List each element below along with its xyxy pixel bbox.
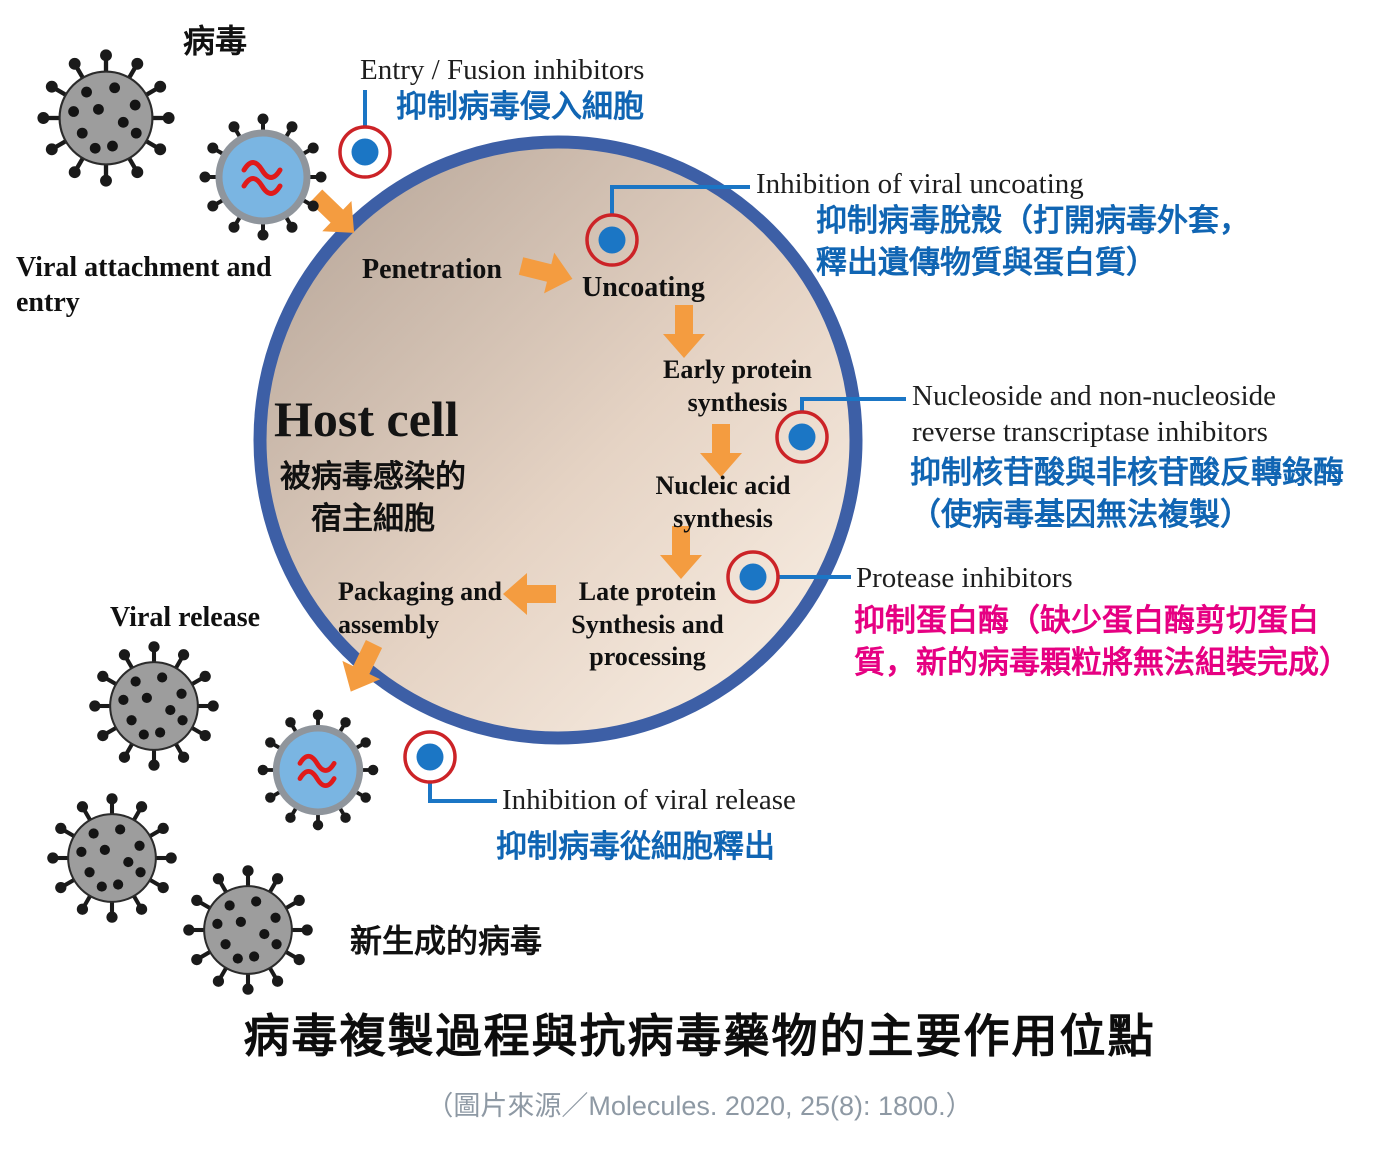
- host-cell-subtitle: 被病毒感染的 宿主細胞: [280, 459, 466, 536]
- viral-release-label: Viral release: [110, 602, 261, 633]
- gray-virus-icon: [47, 793, 177, 923]
- step-packaging: Packaging and assembly: [338, 577, 502, 639]
- step-late-protein: Late protein Synthesis and processing: [571, 577, 724, 671]
- gray-virus-icon: [89, 641, 219, 771]
- host-cell-title: Host cell: [274, 391, 459, 447]
- step-penetration: Penetration: [362, 254, 502, 285]
- step-early-protein: Early protein synthesis: [662, 355, 813, 417]
- gray-virus-icon: [37, 49, 174, 186]
- connector-reverse-transcriptase: [800, 397, 906, 412]
- virus-label: 病毒: [183, 23, 248, 59]
- reverse-transcriptase-inhibitor-label: Nucleoside and non-nucleoside reverse tr…: [912, 380, 1277, 449]
- new-virus-label: 新生成的病毒: [350, 923, 543, 959]
- connector-release: [428, 782, 497, 803]
- blue-virus-release-icon: [258, 710, 379, 831]
- uncoating-inhibitor-label: Inhibition of viral uncoating: [756, 168, 1084, 200]
- figure-source: （圖片來源／Molecules. 2020, 25(8): 1800.）: [426, 1091, 973, 1121]
- step-uncoating: Uncoating: [582, 272, 705, 303]
- viral-attachment-label: Viral attachment and entry: [16, 252, 272, 318]
- drug-site-entry-icon: [338, 125, 392, 179]
- gray-virus-icon: [183, 865, 313, 995]
- step-nucleic-acid: Nucleic acid synthesis: [655, 471, 791, 533]
- release-inhibitor-zh: 抑制病毒從細胞釋出: [496, 829, 775, 864]
- entry-fusion-inhibitor-label: Entry / Fusion inhibitors: [360, 54, 645, 86]
- entry-fusion-inhibitor-zh: 抑制病毒侵入細胞: [396, 89, 644, 124]
- uncoating-inhibitor-zh: 抑制病毒脫殼（打開病毒外套， 釋出遺傳物質與蛋白質）: [816, 203, 1250, 280]
- host-cell-circle: [253, 135, 863, 745]
- blue-virus-entry-icon: [200, 114, 327, 241]
- protease-inhibitor-zh: 抑制蛋白酶（缺少蛋白酶剪切蛋白 質，新的病毒顆粒將無法組裝完成）: [854, 603, 1350, 680]
- reverse-transcriptase-inhibitor-zh: 抑制核苷酸與非核苷酸反轉錄酶 （使病毒基因無法複製）: [910, 455, 1344, 532]
- figure-title: 病毒複製過程與抗病毒藥物的主要作用位點: [243, 1010, 1156, 1062]
- release-inhibitor-label: Inhibition of viral release: [502, 784, 796, 816]
- connector-uncoating: [610, 185, 750, 214]
- protease-inhibitor-label: Protease inhibitors: [856, 562, 1073, 594]
- drug-site-release-icon: [403, 730, 457, 784]
